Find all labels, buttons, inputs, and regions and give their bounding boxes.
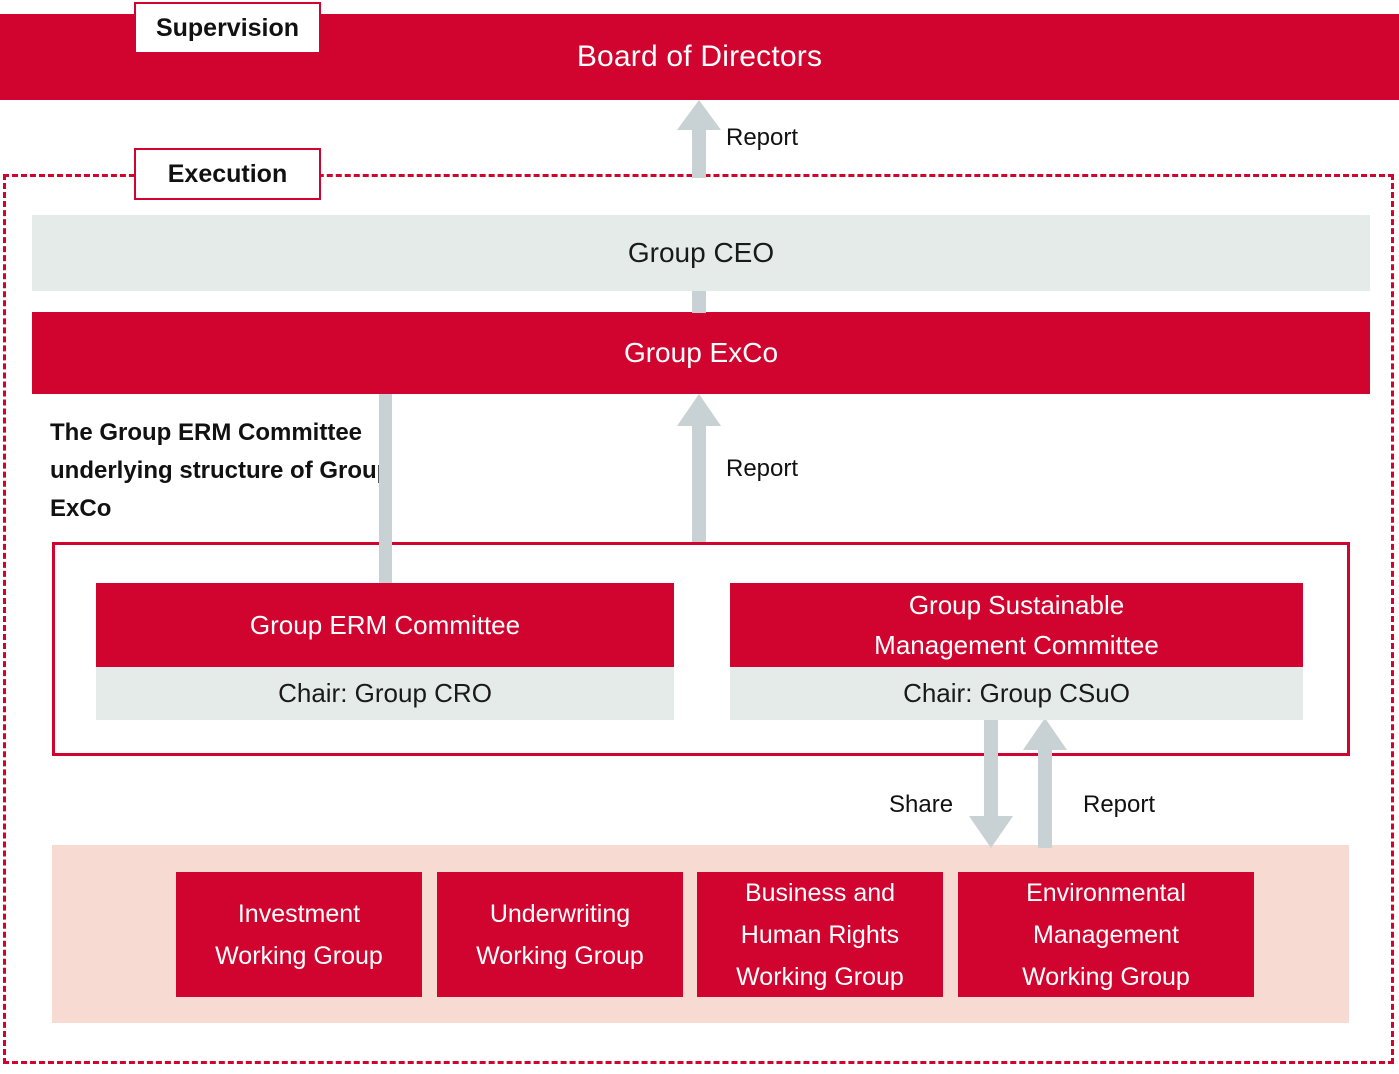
business-and-human-rights-working-group-label: Business and Human Rights Working Group xyxy=(730,872,910,998)
investment-working-group-label: Investment Working Group xyxy=(209,893,389,977)
wg-3-line-1: Environmental xyxy=(1026,878,1186,907)
group-erm-committee-chair-row: Chair: Group CRO xyxy=(96,667,674,720)
share-label: Share xyxy=(889,791,954,818)
exco-to-erm-committee-line xyxy=(379,394,392,584)
share-arrow-down xyxy=(968,720,1014,848)
committee-name-line-1: Group Sustainable xyxy=(908,590,1125,620)
board-of-directors-label: Board of Directors xyxy=(576,40,823,73)
wg-3-line-3: Working Group xyxy=(1022,962,1190,991)
wg-2-line-3: Working Group xyxy=(736,962,904,991)
group-erm-committee-name: Group ERM Committee xyxy=(249,610,521,640)
report-label-working-groups: Report xyxy=(1083,791,1156,818)
group-exco-label: Group ExCo xyxy=(623,337,779,368)
environmental-management-working-group-card: Environmental Management Working Group xyxy=(958,872,1254,997)
wg-3-line-2: Management xyxy=(1033,920,1179,949)
report-arrow-exco xyxy=(676,394,722,542)
group-sustainable-management-committee-card: Group Sustainable Management Committee C… xyxy=(730,583,1303,720)
erm-structure-note: The Group ERM Committee underlying struc… xyxy=(50,419,392,522)
wg-2-line-1: Business and xyxy=(744,878,896,907)
group-exco-bar: Group ExCo xyxy=(32,312,1370,394)
report-label-board: Report xyxy=(726,124,799,151)
committee-name-line-2: Management Committee xyxy=(874,630,1159,660)
execution-label: Execution xyxy=(167,159,288,188)
execution-section-tag: Execution xyxy=(134,148,321,200)
report-arrow-working-groups xyxy=(1022,718,1068,848)
supervision-label: Supervision xyxy=(155,13,300,42)
underwriting-working-group-label: Underwriting Working Group xyxy=(470,893,650,977)
group-sustainable-management-committee-header: Group Sustainable Management Committee xyxy=(730,583,1303,667)
report-arrow-board xyxy=(676,100,722,178)
report-label-exco: Report xyxy=(726,455,799,482)
environmental-management-working-group-label: Environmental Management Working Group xyxy=(1016,872,1196,998)
group-sustainable-management-committee-name: Group Sustainable Management Committee xyxy=(866,585,1167,665)
investment-working-group-card: Investment Working Group xyxy=(176,872,422,997)
group-erm-committee-card: Group ERM Committee Chair: Group CRO xyxy=(96,583,674,720)
ceo-to-exco-connector xyxy=(692,291,706,313)
wg-0-line-1: Investment xyxy=(237,899,361,928)
wg-0-line-2: Working Group xyxy=(215,941,383,970)
wg-1-line-2: Working Group xyxy=(476,941,644,970)
group-sustainable-management-committee-chair: Chair: Group CSuO xyxy=(903,678,1130,708)
group-ceo-label: Group CEO xyxy=(627,237,775,268)
group-ceo-bar: Group CEO xyxy=(32,215,1370,291)
business-and-human-rights-working-group-card: Business and Human Rights Working Group xyxy=(697,872,943,997)
wg-2-line-2: Human Rights xyxy=(740,920,900,949)
underwriting-working-group-card: Underwriting Working Group xyxy=(437,872,683,997)
group-sustainable-management-committee-chair-row: Chair: Group CSuO xyxy=(730,667,1303,720)
group-erm-committee-header: Group ERM Committee xyxy=(96,583,674,667)
board-of-directors-bar: Board of Directors xyxy=(0,14,1399,100)
group-erm-committee-chair: Chair: Group CRO xyxy=(278,678,492,708)
wg-1-line-1: Underwriting xyxy=(489,899,631,928)
supervision-section-tag: Supervision xyxy=(134,2,321,54)
